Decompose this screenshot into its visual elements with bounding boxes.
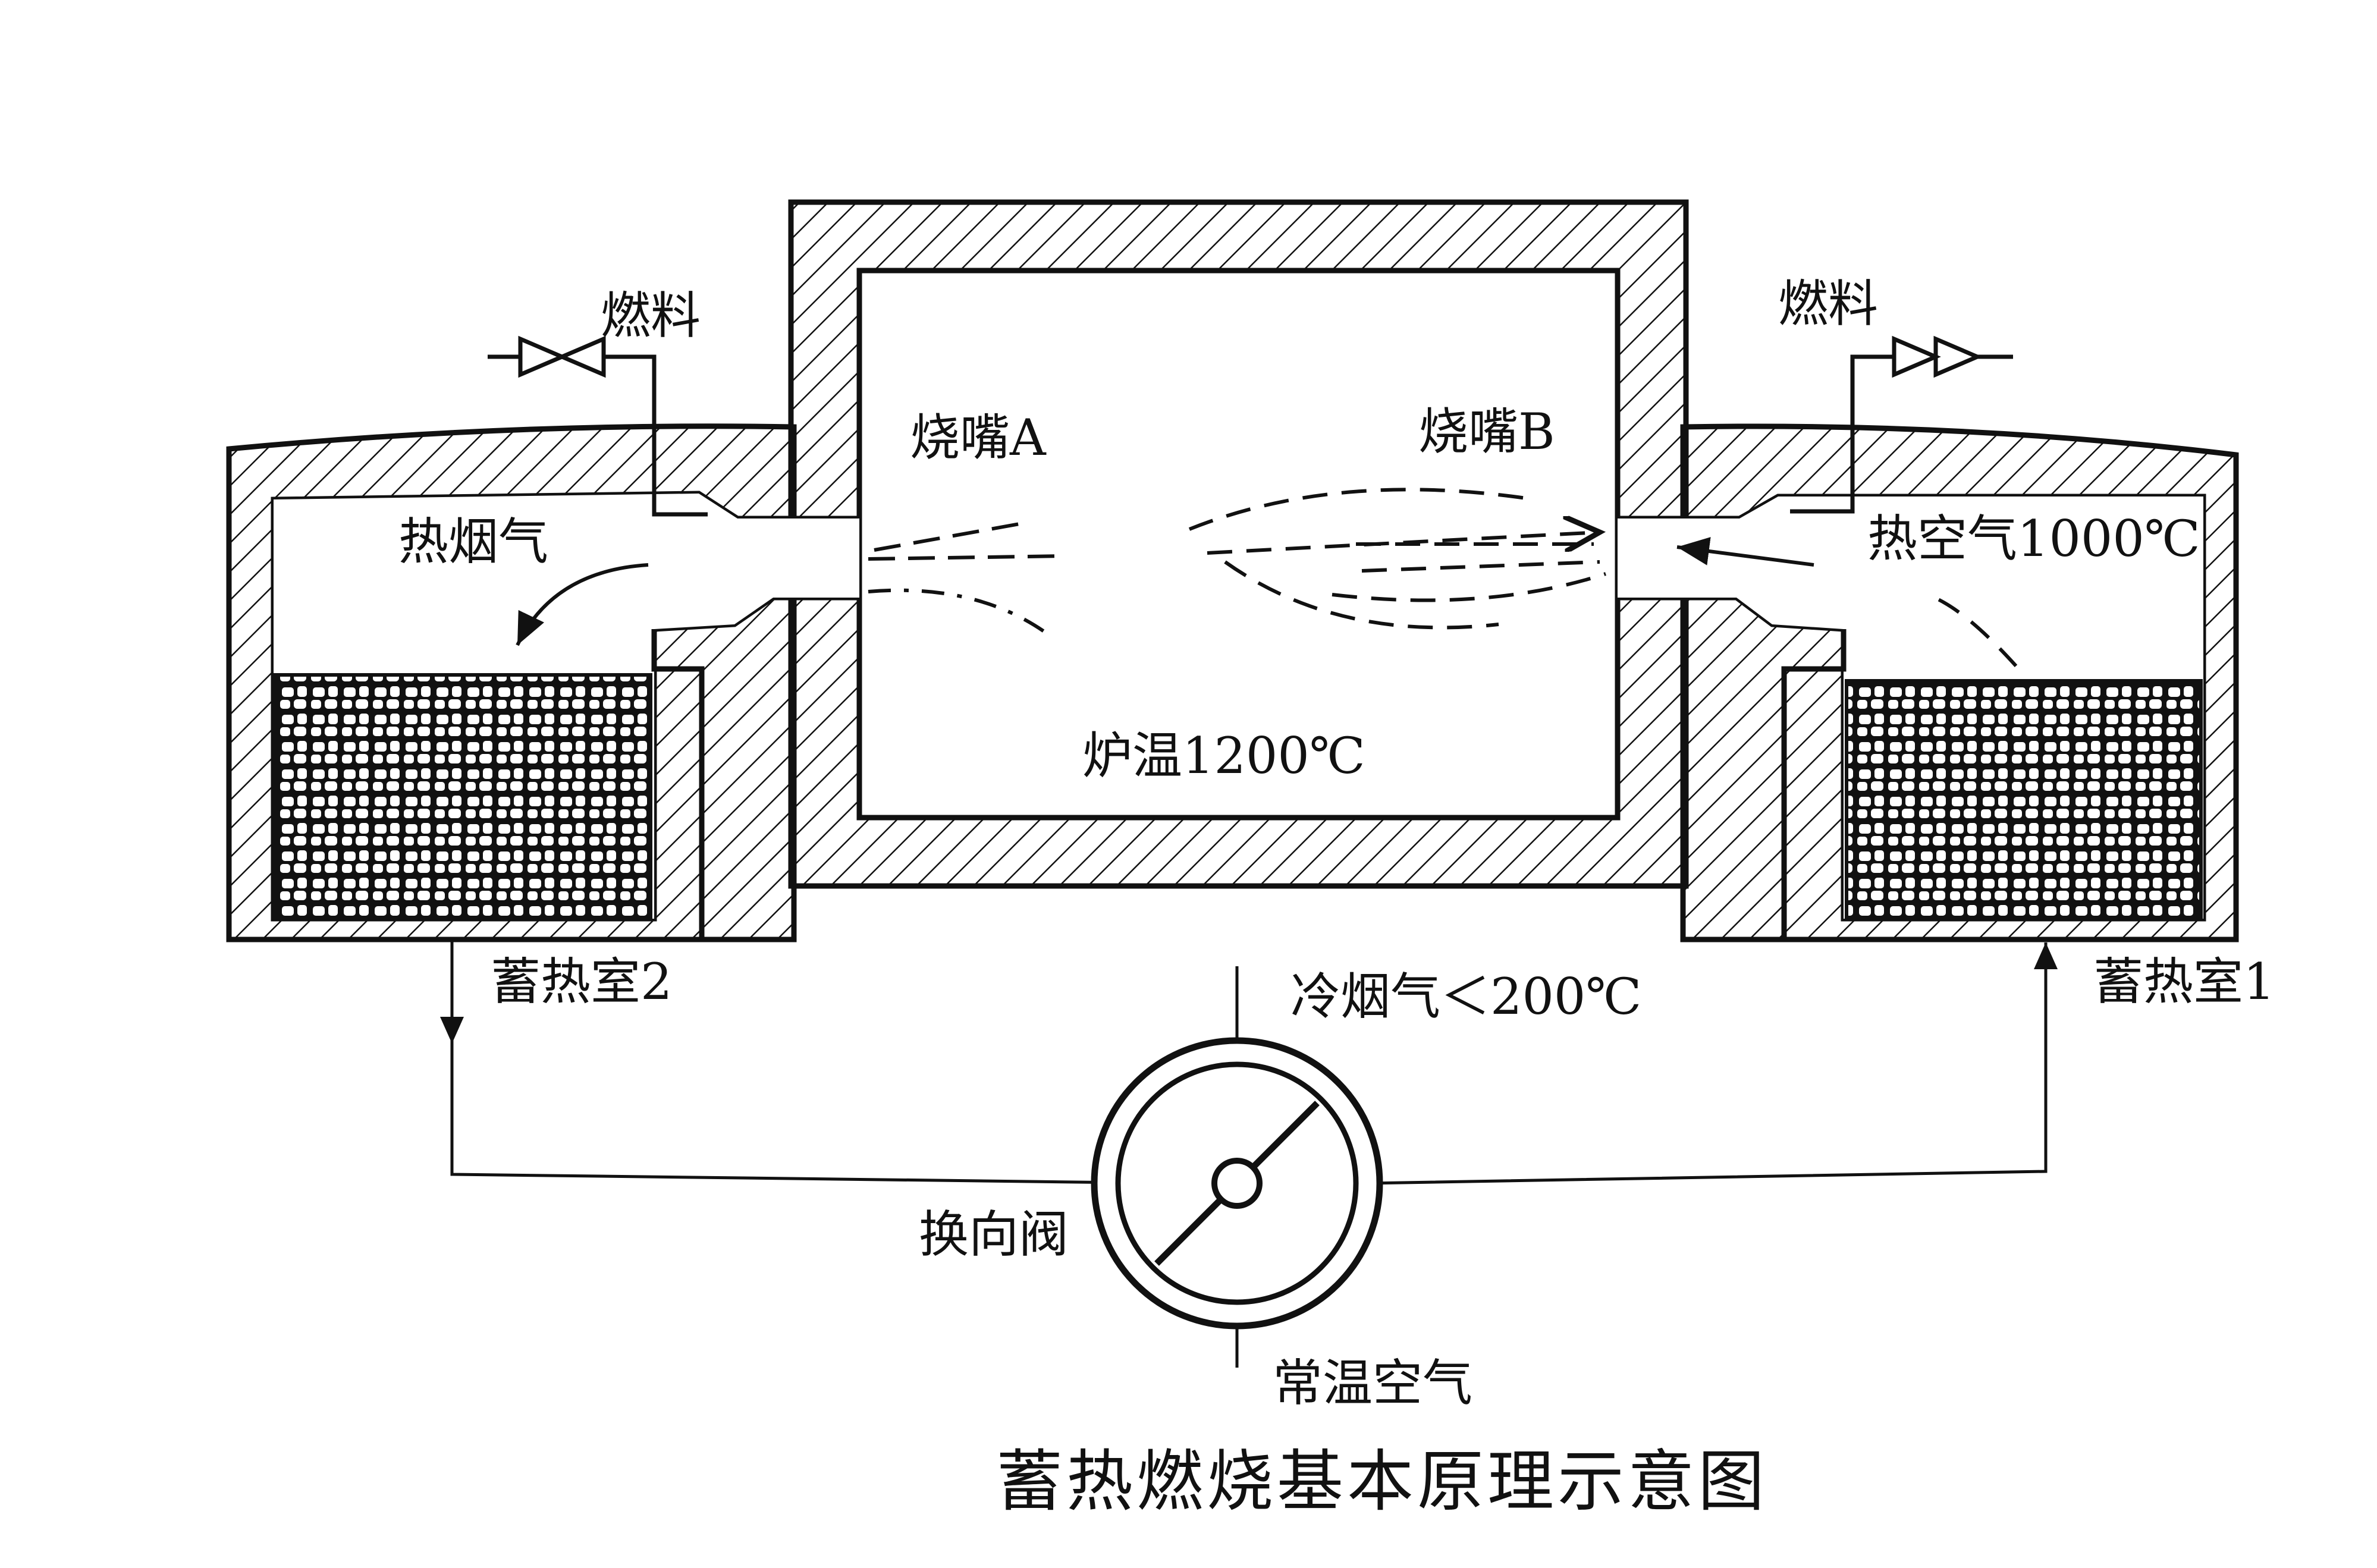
regenerator-1-unit [1615, 423, 2239, 942]
burner-a-label: 烧嘴A [910, 409, 1047, 467]
fuel-valve-right-icon [1933, 335, 1983, 378]
hot-air-rise-dashes [1926, 593, 2018, 668]
hot-air-inlet-arrow [1676, 537, 1814, 567]
furnace-temp-label: 炉温1200℃ [1082, 727, 1365, 785]
regenerator-1-packing [1845, 679, 2203, 919]
cold-flue-gas-label: 冷烟气＜200℃ [1290, 967, 1641, 1026]
diagram-title: 蓄热燃烧基本原理示意图 [996, 1443, 1768, 1520]
regenerator-2-packing [273, 673, 652, 919]
burner-b-flame [1188, 488, 1606, 630]
burner-b-label: 烧嘴B [1418, 403, 1555, 461]
fuel-valve-left-icon [518, 335, 567, 378]
fuel-line-right [1790, 335, 2013, 514]
hot-air-label: 热空气1000℃ [1867, 510, 2200, 568]
hot-flue-gas-label: 热烟气 [398, 513, 548, 571]
regenerator-2-unit [226, 423, 862, 942]
burner-a-flame [868, 521, 1065, 635]
left-duct-jog [651, 629, 705, 939]
hot-flue-gas-arrow [516, 563, 649, 646]
reversing-valve-icon [1091, 1037, 1383, 1330]
regenerator-2-label: 蓄热室2 [491, 953, 672, 1011]
fuel-line-left [488, 335, 708, 517]
reversing-valve-label: 换向阀 [919, 1205, 1069, 1264]
fuel-right-label: 燃料 [1778, 275, 1878, 333]
right-duct-jog [1781, 629, 1847, 939]
ambient-air-label: 常温空气 [1273, 1354, 1472, 1412]
regenerator-1-label: 蓄热室1 [2093, 953, 2275, 1011]
fuel-left-label: 燃料 [601, 287, 701, 345]
